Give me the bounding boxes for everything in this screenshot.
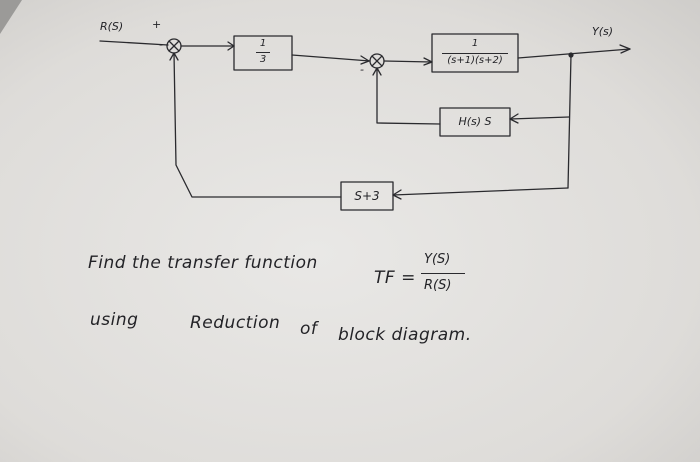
- plant-block: [431, 33, 519, 73]
- plant-denominator: (s+1)(s+2): [447, 55, 503, 66]
- line-plant-to-output: [517, 48, 631, 59]
- gain-numerator: 1: [259, 38, 267, 49]
- input-label: R(S): [100, 20, 124, 33]
- output-feedback-vertical: [567, 54, 572, 189]
- plus-sign: +: [152, 18, 162, 31]
- inner-feedback-block: [439, 107, 511, 137]
- line-gain-to-sum2: [291, 54, 371, 62]
- question-line2-block-diagram: block diagram.: [338, 325, 472, 345]
- question-line2-using: using: [90, 310, 139, 330]
- inner-feedback-label: H(s) S: [458, 115, 492, 128]
- tf-numerator: Y(S): [424, 252, 451, 267]
- tf-fraction-bar: [421, 273, 465, 274]
- inner-feedback-return: [376, 67, 441, 125]
- gain-fraction-bar: [256, 52, 270, 53]
- outer-feedback-block: [340, 181, 394, 211]
- plant-fraction-bar: [442, 53, 508, 54]
- outer-feedback-line: [392, 187, 569, 196]
- paper-corner: [0, 0, 22, 34]
- outer-feedback-return: [173, 52, 342, 198]
- tf-label: TF =: [374, 268, 416, 288]
- tf-denominator: R(S): [424, 278, 452, 293]
- question-line1: Find the transfer function: [88, 253, 318, 273]
- minus-sign-1: -: [159, 38, 163, 51]
- inner-feedback-line: [509, 116, 570, 120]
- input-signal-line: [99, 40, 169, 46]
- minus-sign-2: -: [360, 63, 364, 76]
- outer-feedback-label: S+3: [354, 189, 380, 203]
- plant-numerator: 1: [471, 38, 479, 49]
- line-sum2-to-plant: [383, 60, 433, 63]
- gain-block: [233, 35, 293, 71]
- question-line2-of: of: [300, 319, 318, 339]
- output-label: Y(s): [592, 25, 614, 38]
- gain-denominator: 3: [259, 54, 267, 65]
- question-line2-reduction: Reduction: [190, 313, 281, 333]
